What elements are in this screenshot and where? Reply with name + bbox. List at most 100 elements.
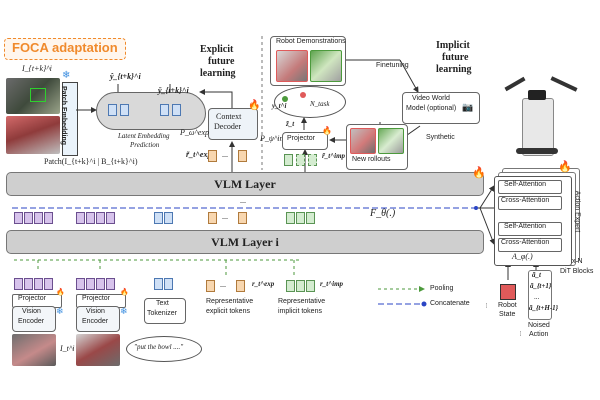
rep-exp-token-2 bbox=[236, 280, 245, 292]
noised-action-label-2: Action bbox=[529, 331, 549, 338]
y-t-label: y_t^i bbox=[272, 102, 287, 110]
implicit-token-2 bbox=[296, 154, 305, 166]
vision-encoder-2-line1: Vision bbox=[86, 308, 105, 315]
robot-head bbox=[528, 90, 546, 100]
noised-action-label-1: Noised bbox=[528, 322, 550, 329]
camera-icon: 📷 bbox=[462, 102, 474, 112]
decoder-ellipsis: ... bbox=[222, 150, 228, 159]
bbox-highlight bbox=[30, 88, 46, 102]
fire-icon: 🔥 bbox=[248, 100, 261, 111]
vlm-token-orange-2 bbox=[238, 212, 247, 224]
future-frame-image bbox=[6, 78, 60, 114]
bottom-token-blue-1 bbox=[154, 278, 163, 290]
robot-arm-left bbox=[504, 76, 526, 92]
cross-attention-1-label: Cross-Attention bbox=[501, 197, 550, 204]
bottom-token-purple-8 bbox=[106, 278, 115, 290]
noised-action-box bbox=[528, 270, 552, 320]
legend-concatenate-label: Concatenate bbox=[430, 300, 470, 307]
patch-formula: Patch(I_{t+k}^i | B_{t+k}^i) bbox=[44, 157, 138, 166]
input-image-label: I_{t+k}^i bbox=[22, 64, 52, 73]
video-world-model-box bbox=[402, 92, 480, 124]
self-attention-2-label: Self-Attention bbox=[504, 223, 547, 230]
rep-implicit-line1: Representative bbox=[278, 298, 326, 305]
decoder-token-2 bbox=[238, 150, 247, 162]
implicit-projector-label: Projector bbox=[287, 135, 316, 142]
foca-adaptation-title: FOCA adaptation bbox=[12, 40, 118, 55]
vlm-token-orange-1 bbox=[208, 212, 217, 224]
a-th-label: ã_{t+H-1} bbox=[529, 304, 559, 312]
y-bar-label: ȳ_{t+k}^i bbox=[158, 86, 189, 95]
rep-exp-ellipsis: ... bbox=[220, 280, 226, 289]
vlm-token-purple-4 bbox=[44, 212, 53, 224]
r-exp-tilde-label: r̃_t^exp bbox=[186, 150, 212, 159]
vlm-layer-top-label: VLM Layer bbox=[214, 177, 276, 191]
vision-encoder-2-line2: Encoder bbox=[82, 318, 109, 325]
current-frame-image-2 bbox=[76, 334, 120, 366]
xn-label: x N bbox=[572, 258, 583, 265]
bottom-token-blue-2 bbox=[164, 278, 173, 290]
vision-encoder-1-line2: Encoder bbox=[18, 318, 45, 325]
implicit-title-line3: learning bbox=[436, 64, 472, 75]
robot-wheel-base bbox=[516, 148, 558, 154]
bottom-token-purple-7 bbox=[96, 278, 105, 290]
robot-arm-right bbox=[550, 76, 578, 92]
cloud-token-3 bbox=[160, 104, 169, 116]
context-decoder-line1: Context bbox=[216, 112, 242, 121]
green-dot bbox=[282, 96, 288, 102]
rep-explicit-line2: explicit tokens bbox=[206, 308, 250, 315]
vlm-token-purple-6 bbox=[86, 212, 95, 224]
fire-icon: 🔥 bbox=[558, 161, 572, 173]
n-task-label: N_task bbox=[310, 100, 330, 108]
bottom-token-purple-5 bbox=[76, 278, 85, 290]
r-imp-tilde-label: r̃_t^imp bbox=[322, 152, 346, 160]
a-dots-label: ... bbox=[534, 293, 540, 301]
robot-state-label-state: State bbox=[499, 311, 516, 318]
vlm-layer-bottom-label: VLM Layer i bbox=[211, 235, 279, 249]
fire-icon: 🔥 bbox=[120, 288, 129, 296]
bottom-token-purple-3 bbox=[34, 278, 43, 290]
implicit-projector-box bbox=[282, 132, 328, 150]
explicit-title-line1: Explicit bbox=[200, 44, 234, 55]
a-t1-label: ã_{t+1} bbox=[530, 282, 552, 290]
self-attention-1 bbox=[498, 180, 562, 194]
vision-encoder-1-line1: Vision bbox=[22, 308, 41, 315]
z-t-label: z̃_t bbox=[286, 120, 295, 128]
rep-imp-token-1 bbox=[286, 280, 295, 292]
vlm-token-green-3 bbox=[306, 212, 315, 224]
rep-imp-token-2 bbox=[296, 280, 305, 292]
decoder-token-1 bbox=[208, 150, 217, 162]
robot-arm-image bbox=[498, 68, 588, 156]
implicit-title-line2: future bbox=[442, 52, 469, 63]
vlm-token-green-2 bbox=[296, 212, 305, 224]
explicit-title-line2: future bbox=[208, 56, 235, 67]
legend-pooling-label: Pooling bbox=[430, 285, 454, 292]
rep-implicit-line2: implicit tokens bbox=[278, 308, 322, 315]
text-tokenizer-box bbox=[144, 298, 186, 324]
prompt-text: "put the bowl ...." bbox=[134, 343, 184, 351]
text-tokenizer-line1: Text bbox=[156, 300, 169, 307]
implicit-token-3 bbox=[308, 154, 317, 166]
implicit-title-line1: Implicit bbox=[436, 40, 470, 51]
vlm-token-purple-2 bbox=[24, 212, 33, 224]
vlm-token-blue-1 bbox=[154, 212, 163, 224]
cloud-label-line1: Latent Embedding bbox=[118, 132, 170, 140]
bottom-token-purple-4 bbox=[44, 278, 53, 290]
video-world-model-line1: Video World bbox=[412, 95, 450, 102]
cloud-token-2 bbox=[120, 104, 129, 116]
snowflake-icon: ❄ bbox=[56, 306, 64, 316]
context-decoder-line2: Decoder bbox=[214, 122, 242, 131]
noised-action-label: Noised Action bbox=[520, 330, 521, 338]
prompt-bubble bbox=[126, 336, 202, 362]
fire-icon: 🔥 bbox=[472, 167, 486, 179]
vlm-token-green-1 bbox=[286, 212, 295, 224]
p-exp-label: P_ω^exp bbox=[180, 128, 210, 137]
cross-attention-1 bbox=[498, 196, 562, 210]
patch-embedding-box bbox=[62, 82, 78, 156]
vision-encoder-2-box bbox=[76, 306, 120, 332]
dit-blocks-label: DiT Blocks bbox=[560, 268, 594, 275]
vlm-token-purple-3 bbox=[34, 212, 43, 224]
p-imp-label: P_ψ^imp bbox=[260, 134, 290, 143]
self-attention-1-label: Self-Attention bbox=[504, 181, 547, 188]
fire-icon: 🔥 bbox=[322, 126, 332, 135]
